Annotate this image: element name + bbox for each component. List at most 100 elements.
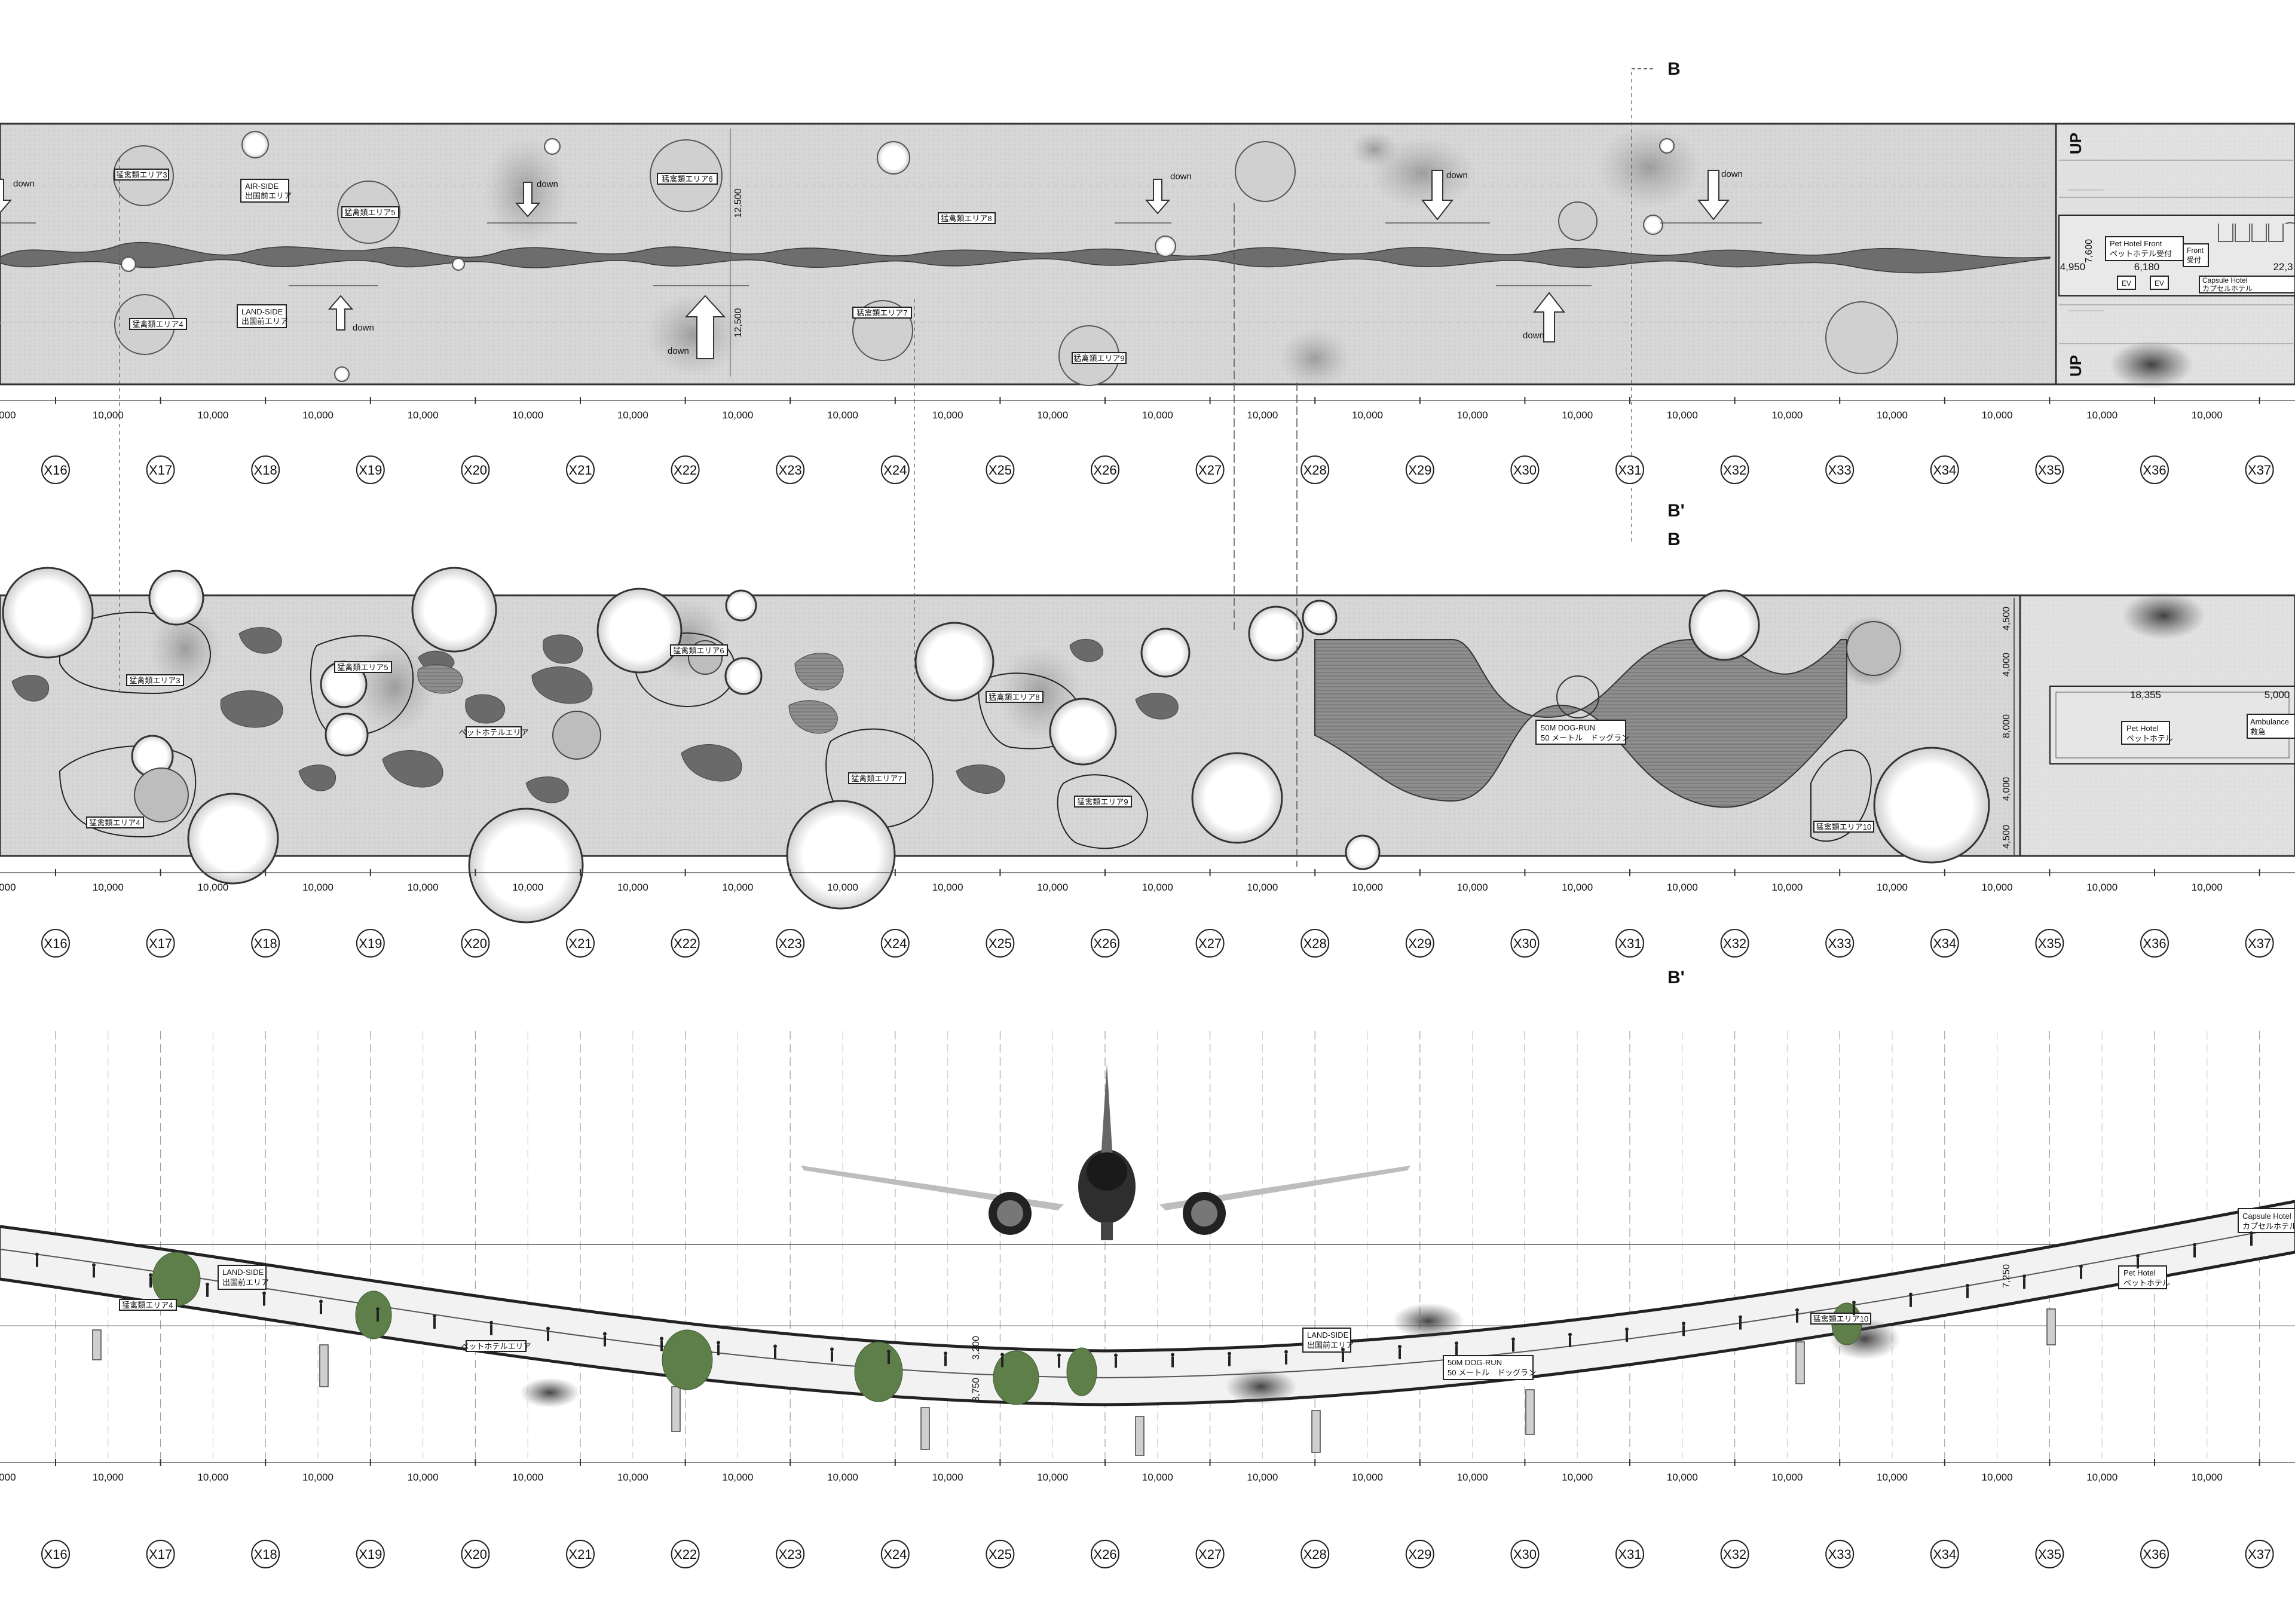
up-arrow-icon xyxy=(328,295,354,331)
person-figure xyxy=(887,1350,891,1354)
up-arrow-icon xyxy=(1532,292,1566,342)
person-figure xyxy=(944,1355,947,1366)
person-figure xyxy=(1228,1351,1231,1356)
axis-label: X23 xyxy=(779,1547,802,1562)
svg-text:猛禽類エリア6: 猛禽類エリア6 xyxy=(673,646,724,655)
dimension-label: 10,000 xyxy=(93,1472,124,1483)
person-figure xyxy=(489,1320,493,1325)
axis-bubble xyxy=(566,1540,595,1568)
axis-bubble xyxy=(986,929,1015,958)
axis-bubble xyxy=(671,1540,700,1568)
axis-label: X37 xyxy=(2248,936,2271,951)
axis-label: X23 xyxy=(779,463,802,478)
person-figure xyxy=(1114,1353,1118,1357)
person-figure xyxy=(1568,1332,1572,1336)
svg-text:出国前エリア: 出国前エリア xyxy=(245,191,292,200)
dimension-label: 10,000 xyxy=(1877,882,1908,893)
axis-bubble xyxy=(671,929,700,958)
axis-label: X16 xyxy=(44,463,67,478)
axis-bubble xyxy=(776,1540,805,1568)
svg-text:4,500: 4,500 xyxy=(2002,607,2012,631)
person-figure xyxy=(1626,1331,1628,1342)
person-figure xyxy=(206,1286,209,1297)
person-figure xyxy=(1966,1283,1969,1287)
person-figure xyxy=(149,1273,152,1277)
axis-label: X30 xyxy=(1513,463,1537,478)
dimension-label: 10,000 xyxy=(1352,882,1383,893)
plan2-area7-label: 猛禽類エリア7 xyxy=(848,772,906,784)
axis-bubble xyxy=(251,1540,280,1568)
dimension-label: ,000 xyxy=(0,409,16,421)
dimension-label: 10,000 xyxy=(1982,409,2013,421)
person-figure xyxy=(1795,1308,1799,1312)
svg-text:AIR-SIDE: AIR-SIDE xyxy=(245,182,279,191)
axis-label: X25 xyxy=(989,463,1012,478)
axis-bubble xyxy=(2245,455,2274,484)
plan2-labels: 猛禽類エリア3 猛禽類エリア5 猛禽類エリア6 猛禽類エリア8 猛禽類エリア4 … xyxy=(86,644,1874,833)
person-figure xyxy=(1057,1353,1061,1357)
axis-label: X33 xyxy=(1828,936,1852,951)
person-figure xyxy=(376,1307,380,1311)
svg-text:down: down xyxy=(353,323,374,333)
section-dims: 3,200 3,750 7,250 xyxy=(971,1264,2012,1402)
svg-text:猛禽類エリア6: 猛禽類エリア6 xyxy=(662,175,712,183)
dimension-label: 10,000 xyxy=(1247,409,1278,421)
dimension-label: 10,000 xyxy=(827,409,858,421)
axis-bubble xyxy=(1720,929,1749,958)
svg-text:Front: Front xyxy=(2187,246,2204,255)
down-arrow-icon xyxy=(1697,170,1730,221)
axis-bubble xyxy=(566,455,595,484)
axis-bubble xyxy=(1510,929,1540,958)
axis-label: X20 xyxy=(464,936,487,951)
svg-text:50M DOG-RUN: 50M DOG-RUN xyxy=(1541,723,1595,732)
axis-bubble xyxy=(880,1540,910,1568)
axis-bubble xyxy=(1720,455,1749,484)
person-figure xyxy=(1852,1301,1856,1305)
svg-text:EV: EV xyxy=(2155,279,2164,288)
svg-text:ペットホテル受付: ペットホテル受付 xyxy=(2110,249,2172,258)
svg-text:ペットホテル: ペットホテル xyxy=(2126,734,2173,743)
axis-bubble xyxy=(2245,1540,2274,1568)
person-figure xyxy=(1796,1311,1798,1323)
dimension-label: 10,000 xyxy=(1562,409,1593,421)
plan1-area7-label: 猛禽類エリア7 xyxy=(852,307,912,319)
axis-bubble xyxy=(1825,455,1855,484)
axis-label: X35 xyxy=(2038,936,2061,951)
svg-text:4,000: 4,000 xyxy=(2002,653,2012,677)
svg-text:3,750: 3,750 xyxy=(971,1378,981,1402)
person-figure xyxy=(433,1314,436,1318)
dimension-label: 10,000 xyxy=(93,882,124,893)
svg-text:出国前エリア: 出国前エリア xyxy=(222,1278,269,1287)
axis-bubble xyxy=(880,929,910,958)
person-figure xyxy=(888,1353,890,1365)
axis-label: X18 xyxy=(254,463,277,478)
axis-bubble xyxy=(1405,929,1434,958)
axis-label: X33 xyxy=(1828,463,1852,478)
axis-label: X32 xyxy=(1723,1547,1746,1562)
dimension-label: ,000 xyxy=(0,1472,16,1483)
dimension-label: 10,000 xyxy=(2086,409,2117,421)
person-figure xyxy=(319,1299,323,1304)
section-building-band xyxy=(0,1200,2295,1406)
axis-bubble xyxy=(41,1540,70,1568)
plan1-area5-label: 猛禽類エリア5 xyxy=(341,206,399,218)
grid-axis-rows: ,00010,000X1610,000X1710,000X1810,000X19… xyxy=(0,397,2295,1568)
dimension-label: 10,000 xyxy=(408,1472,439,1483)
dimension-label: 10,000 xyxy=(827,882,858,893)
dimension-label: 10,000 xyxy=(1877,1472,1908,1483)
svg-text:Ambulance: Ambulance xyxy=(2250,717,2289,726)
axis-label: X28 xyxy=(1303,936,1327,951)
axis-row-3: ,00010,000X1610,000X1710,000X1810,000X19… xyxy=(0,1459,2295,1568)
svg-text:down: down xyxy=(13,179,35,189)
dimension-label: 10,000 xyxy=(617,1472,648,1483)
person-figure xyxy=(1171,1353,1174,1357)
axis-bubble xyxy=(1300,1540,1330,1568)
dimension-label: 10,000 xyxy=(512,409,543,421)
axis-label: X21 xyxy=(568,1547,592,1562)
axis-label: X22 xyxy=(674,1547,697,1562)
person-figure xyxy=(1455,1341,1458,1345)
axis-label: X23 xyxy=(779,936,802,951)
person-figure xyxy=(206,1282,209,1286)
person-figure xyxy=(2193,1243,2196,1247)
dimension-label: 10,000 xyxy=(1037,409,1068,421)
